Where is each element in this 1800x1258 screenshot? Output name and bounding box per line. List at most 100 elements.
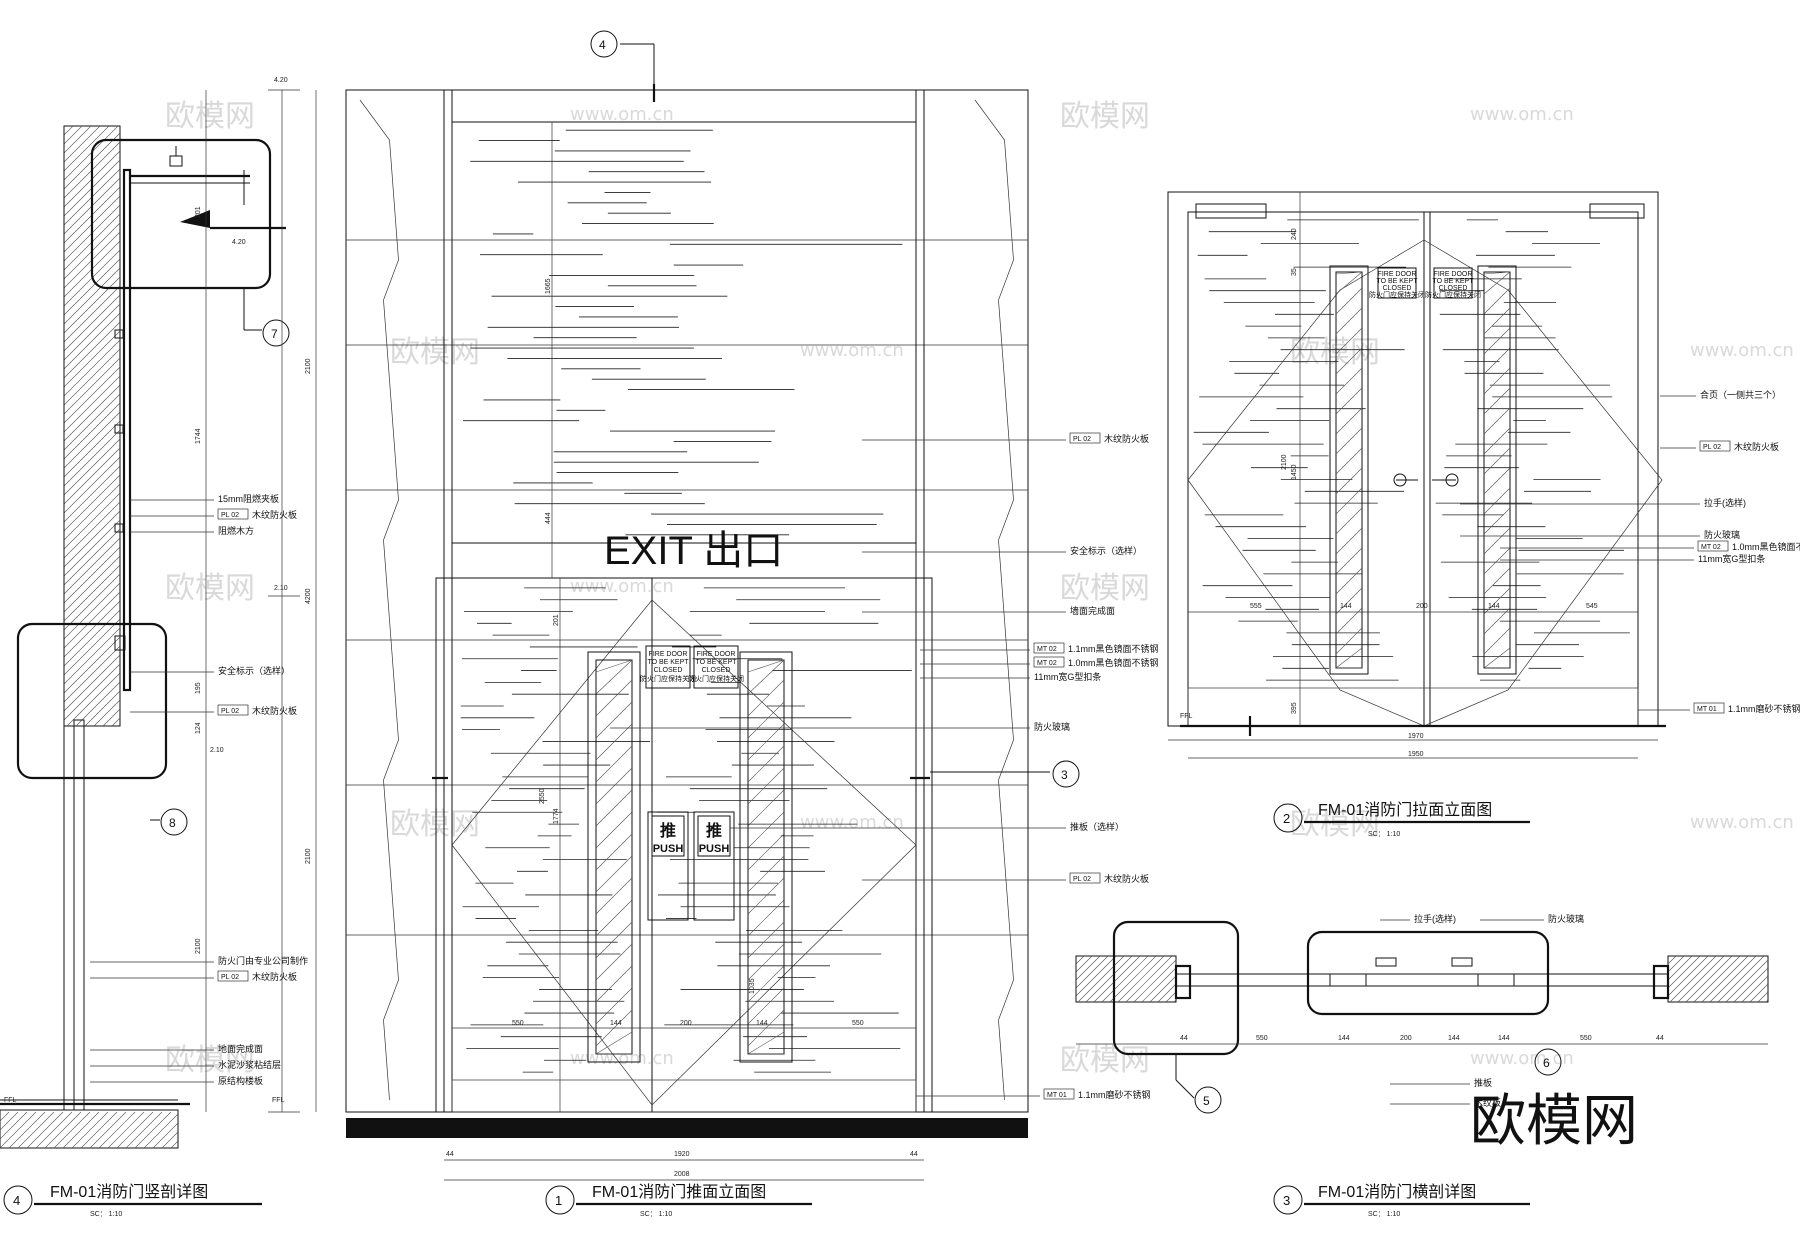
material-code: PL 02	[221, 708, 239, 715]
exit-sign: EXIT 出口	[604, 529, 783, 573]
watermark-url: www.om.cn	[800, 812, 904, 833]
detail-box-7	[90, 138, 272, 290]
dim-value: 444	[545, 512, 552, 524]
svg-text:防火门应保持关闭: 防火门应保持关闭	[1425, 290, 1481, 299]
wall-right-3	[1667, 955, 1769, 1003]
view-number-circle	[545, 1185, 575, 1215]
material-code: MT 02	[1037, 646, 1057, 653]
door-closer-right	[1589, 203, 1645, 219]
wall-panel-field	[345, 89, 1029, 1113]
detail-box-8	[16, 622, 168, 780]
svg-text:TO BE KEPT: TO BE KEPT	[1432, 278, 1474, 285]
dim-value: 1450	[1291, 464, 1298, 480]
annotation-text: 1.1mm磨砂不锈钢	[1078, 1089, 1151, 1100]
dim-value: 550	[852, 1020, 864, 1027]
annotation-text: 木纹防火板	[1104, 873, 1149, 884]
dim-value: 144	[1448, 1035, 1460, 1042]
annotation-text: 1.1mm黑色镜面不锈钢	[1068, 643, 1159, 654]
vision-panel-2-left	[1329, 265, 1369, 675]
material-code: MT 02	[1701, 544, 1721, 551]
vision-panel-2-right	[1477, 265, 1517, 675]
dim-value: 201	[553, 614, 560, 626]
view-number-circle	[1273, 1185, 1303, 1215]
watermark-url: www.om.cn	[800, 340, 904, 361]
material-code: PL 02	[221, 974, 239, 981]
watermark-logo: 欧模网	[390, 807, 480, 842]
dim-value: 201	[195, 206, 202, 218]
dim-level: 4.20	[232, 239, 246, 246]
dim-value: 144	[1498, 1035, 1510, 1042]
corner-logo: 欧模网	[1470, 1089, 1638, 1152]
annotation-text: 阻燃木方	[218, 525, 254, 536]
watermark-logo: 欧模网	[165, 1043, 255, 1078]
svg-text:CLOSED: CLOSED	[1439, 285, 1468, 292]
material-code: PL 02	[221, 512, 239, 519]
dim-value: 144	[1488, 603, 1500, 610]
dim-level: 2.10	[274, 585, 288, 592]
view-title: FM-01消防门横剖详图	[1318, 1183, 1476, 1201]
view-scale: SC： 1:10	[640, 1211, 672, 1218]
annotation-text: 墙面完成面	[1070, 605, 1115, 616]
dim-value: 144	[1338, 1035, 1350, 1042]
dim-value: 44	[910, 1151, 918, 1158]
view-scale: SC： 1:10	[1368, 1211, 1400, 1218]
watermark-logo: 欧模网	[1060, 1043, 1150, 1078]
fire-door-sign-left: FIRE DOOR TO BE KEPT CLOSED 防火门应保持关闭	[640, 645, 696, 689]
view-number: 3	[1283, 1193, 1290, 1208]
material-code: MT 02	[1037, 660, 1057, 667]
elevation-view-2: FIRE DOOR TO BE KEPT CLOSED 防火门应保持关闭 FIR…	[1167, 191, 1800, 838]
callout-7: 7	[271, 327, 278, 341]
annotation-text: 木纹防火板	[252, 705, 297, 716]
dim-value: 1665	[545, 278, 552, 294]
dim-value: 1970	[1408, 733, 1424, 740]
svg-text:CLOSED: CLOSED	[702, 667, 731, 674]
wood-grain	[460, 129, 912, 1073]
door-swing-lines-2	[1187, 239, 1663, 727]
push-en: PUSH	[653, 843, 684, 855]
material-code: MT 01	[1697, 706, 1717, 713]
kick-plate	[451, 1079, 917, 1113]
watermark-logo: 欧模网	[1060, 571, 1150, 606]
ffl-label: FFL	[1180, 713, 1193, 720]
annotation-text: 木纹防火板	[1734, 441, 1779, 452]
watermark-layer: 欧模网 www.om.cn 欧模网 www.om.cn 欧模网 www.om.c…	[165, 99, 1794, 1078]
svg-text:TO BE KEPT: TO BE KEPT	[1376, 278, 1418, 285]
marble-veins	[359, 99, 1014, 1101]
callout-circle-3	[1052, 760, 1080, 788]
watermark-url: www.om.cn	[1470, 104, 1574, 125]
section-view-4: 7 8 4.20 2.10 4.20 2.10 1744 195 124 210…	[0, 77, 308, 1218]
svg-text:FIRE DOOR: FIRE DOOR	[697, 651, 736, 658]
dim-value: 2550	[539, 788, 546, 804]
floor-hatch	[0, 1111, 179, 1149]
dim-value: 1744	[195, 428, 202, 444]
annotation-text: 木纹防火板	[252, 509, 297, 520]
annotation-text: 推板（选样）	[1070, 821, 1124, 832]
pull-handle-section	[1375, 957, 1397, 967]
callout-5: 5	[1203, 1094, 1210, 1108]
dim-value: 1950	[1408, 751, 1424, 758]
view-number: 1	[555, 1193, 562, 1208]
dim-value: 2100	[305, 358, 312, 374]
dim-value: 44	[446, 1151, 454, 1158]
annotation-text: 防火门由专业公司制作	[218, 955, 308, 966]
dim-value: 4200	[305, 588, 312, 604]
dim-value: 1920	[674, 1151, 690, 1158]
kick-plate-2	[1187, 687, 1639, 727]
dim-value: 44	[1656, 1035, 1664, 1042]
callout-circle-7	[262, 319, 290, 347]
dim-value: 124	[195, 722, 202, 734]
glass-hatch	[595, 659, 785, 1055]
view-scale: SC： 1:10	[90, 1211, 122, 1218]
view-title: FM-01消防门拉面立面图	[1318, 801, 1492, 819]
callout-8: 8	[169, 816, 176, 830]
annotation-text: 合页（一侧共三个）	[1700, 389, 1781, 400]
push-en: PUSH	[699, 843, 730, 855]
annotation-text: 15mm阻燃夹板	[218, 493, 279, 504]
door-surround	[443, 89, 925, 1113]
material-code: PL 02	[1073, 876, 1091, 883]
door-closer-bracket	[180, 210, 210, 228]
watermark-logo: 欧模网	[1290, 335, 1380, 370]
annotation-text: 拉手(选样)	[1414, 913, 1456, 924]
